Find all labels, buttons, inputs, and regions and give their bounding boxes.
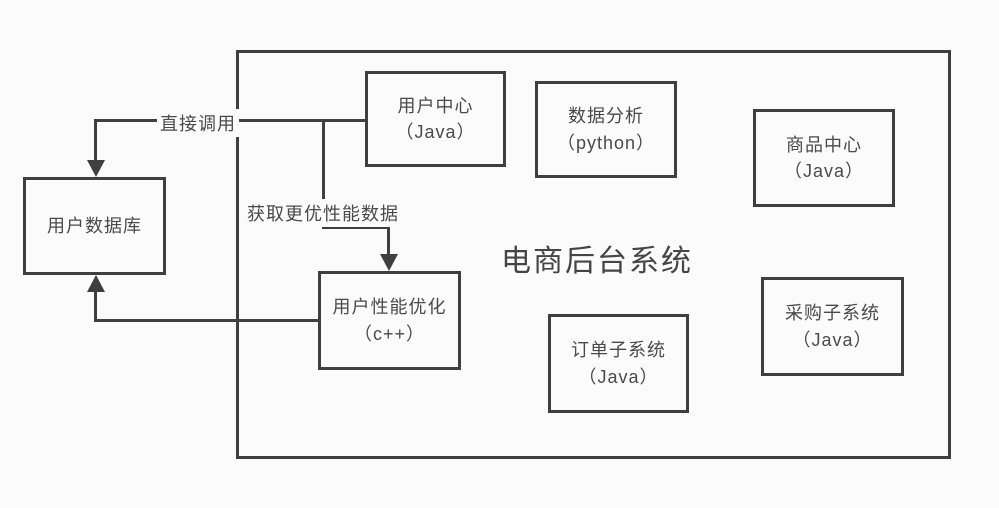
- edge-fetch-perf-vertical: [322, 119, 325, 229]
- node-user-center: 用户中心 （Java）: [365, 71, 506, 167]
- edge-fetch-perf-drop: [387, 226, 390, 256]
- node-label: 用户性能优化: [332, 297, 447, 318]
- edge-label-direct-call: 直接调用: [157, 109, 239, 137]
- diagram-title: 电商后台系统: [501, 245, 693, 278]
- node-sublabel: （Java）: [783, 161, 865, 181]
- edge-fetch-perf-horizontal: [322, 226, 390, 229]
- node-sublabel: （python）: [556, 132, 656, 153]
- arrowhead-up-icon: [87, 275, 105, 292]
- node-label: 订单子系统: [571, 340, 666, 361]
- arrowhead-down-icon: [87, 160, 105, 177]
- node-sublabel: （Java）: [395, 122, 476, 142]
- node-label: 用户数据库: [47, 215, 142, 236]
- node-product-center: 商品中心 （Java）: [753, 109, 895, 207]
- node-label: 商品中心: [786, 134, 862, 155]
- node-user-database: 用户数据库: [23, 177, 166, 275]
- node-user-performance-optimization: 用户性能优化 （c++）: [318, 271, 461, 370]
- edge-perf-to-db-horizontal: [94, 319, 318, 322]
- node-sublabel: （Java）: [792, 329, 873, 350]
- node-sublabel: （Java）: [578, 366, 659, 387]
- node-label: 用户中心: [397, 95, 474, 116]
- node-label: 采购子系统: [785, 303, 880, 324]
- edge-direct-call-vertical: [94, 119, 97, 162]
- edge-perf-to-db-vertical: [94, 290, 97, 322]
- node-data-analysis: 数据分析 （python）: [535, 81, 677, 178]
- node-purchase-subsystem: 采购子系统 （Java）: [761, 277, 904, 376]
- arrowhead-down-icon: [380, 254, 398, 271]
- node-label: 数据分析: [568, 106, 644, 127]
- node-sublabel: （c++）: [353, 323, 426, 344]
- system-boundary-box: [236, 50, 951, 459]
- node-order-subsystem: 订单子系统 （Java）: [548, 314, 689, 413]
- edge-label-fetch-perf-data: 获取更优性能数据: [244, 199, 402, 227]
